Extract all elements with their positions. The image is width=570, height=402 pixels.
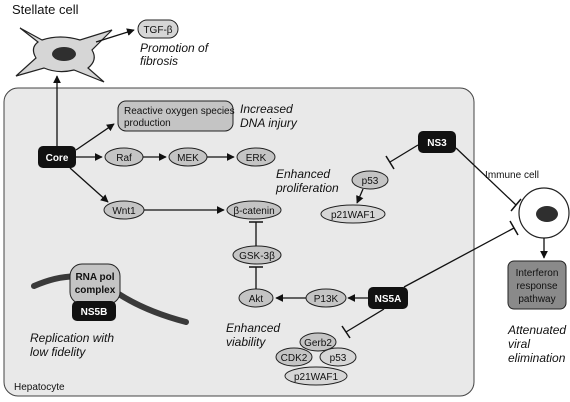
replication-effect-2: low fidelity (30, 345, 86, 359)
attenuated-effect: Attenuated (507, 323, 566, 337)
rna-pol-complex (69, 263, 121, 305)
interferon-label-3: pathway (518, 294, 555, 305)
beta-catenin-label: β-catenin (233, 206, 274, 217)
viability-effect: Enhanced (226, 321, 280, 335)
cdk2-node (275, 347, 313, 367)
inhibit-ns3-p53 (389, 144, 419, 163)
replication-effect: Replication with (30, 331, 114, 345)
dna-injury-effect-2: DNA injury (240, 116, 298, 130)
inhibit-ns5a-immune (403, 227, 515, 288)
stellate-cell-label: Stellate cell (12, 2, 79, 17)
core-label: Core (46, 153, 69, 164)
viability-effect-2: viability (226, 335, 266, 349)
edge-p53-p21 (356, 188, 364, 204)
stellate-nucleus (52, 47, 76, 61)
attenuated-effect-3: elimination (508, 351, 566, 365)
inhibit-ns3-immune (455, 147, 517, 206)
proliferation-effect: Enhanced (276, 167, 330, 181)
attenuated-effect-2: viral (508, 337, 530, 351)
gerb2-node (299, 332, 337, 352)
p21-top-label: p21WAF1 (331, 210, 376, 221)
inhibit-ns3-immune-bar (510, 198, 522, 212)
gerb2-label: Gerb2 (304, 338, 332, 349)
wnt1-label: Wnt1 (112, 206, 136, 217)
proliferation-effect-2: proliferation (275, 181, 339, 195)
p53-top-label: p53 (362, 176, 379, 187)
ns5a-label: NS5A (375, 294, 402, 305)
p53-bottom-node (319, 347, 357, 367)
rna-pol-label: RNA pol (75, 272, 114, 283)
tgf-beta-node (137, 19, 179, 39)
akt-label: Akt (249, 294, 264, 305)
ns3-label: NS3 (427, 138, 447, 149)
erk-label: ERK (246, 153, 267, 164)
immune-cell-label: Immune cell (485, 170, 539, 181)
ns5b-node (72, 301, 116, 321)
edge-core-ros (75, 123, 115, 151)
ns5b-label: NS5B (81, 307, 108, 318)
gsk-label: GSK-3β (239, 251, 275, 262)
inhibit-ns5a-immune-bar (509, 220, 519, 236)
inhibit-ns5a-cluster (345, 308, 385, 333)
erk-node (236, 147, 276, 167)
dna-injury-effect: Increased (240, 102, 293, 116)
gsk-node (232, 245, 282, 265)
ns3-node (418, 131, 456, 153)
p13k-label: P13K (314, 294, 339, 305)
core-node (38, 146, 76, 168)
p21-bottom-label: p21WAF1 (294, 372, 339, 383)
raf-label: Raf (116, 153, 132, 164)
edge-core-wnt1 (69, 167, 109, 203)
p53-top-node (351, 170, 389, 190)
cdk2-label: CDK2 (281, 353, 308, 364)
fibrosis-effect: Promotion of (140, 41, 210, 55)
ros-label: Reactive oxygen species (124, 106, 235, 117)
rna-pol-label-2: complex (75, 285, 116, 296)
inhibit-ns3-p53-bar (385, 155, 395, 170)
edge-stellate-tgf (95, 28, 135, 43)
fibrosis-effect-2: fibrosis (140, 54, 178, 68)
inhibit-ns5a-cluster-bar (341, 325, 351, 339)
hepatocyte-label: Hepatocyte (14, 382, 65, 393)
immune-nucleus (536, 206, 558, 222)
mek-label: MEK (177, 153, 199, 164)
ros-node (117, 100, 234, 132)
interferon-label-2: response (516, 281, 558, 292)
p21-bottom-node (284, 366, 348, 386)
p53-bottom-label: p53 (330, 353, 347, 364)
interferon-node (507, 260, 567, 310)
p21-top-node (320, 204, 386, 224)
ns5a-node (368, 287, 408, 309)
interferon-label: Interferon (516, 268, 559, 279)
ros-label-2: production (124, 118, 171, 129)
beta-catenin-node (226, 200, 282, 220)
tgf-beta-label: TGF-β (143, 25, 172, 36)
